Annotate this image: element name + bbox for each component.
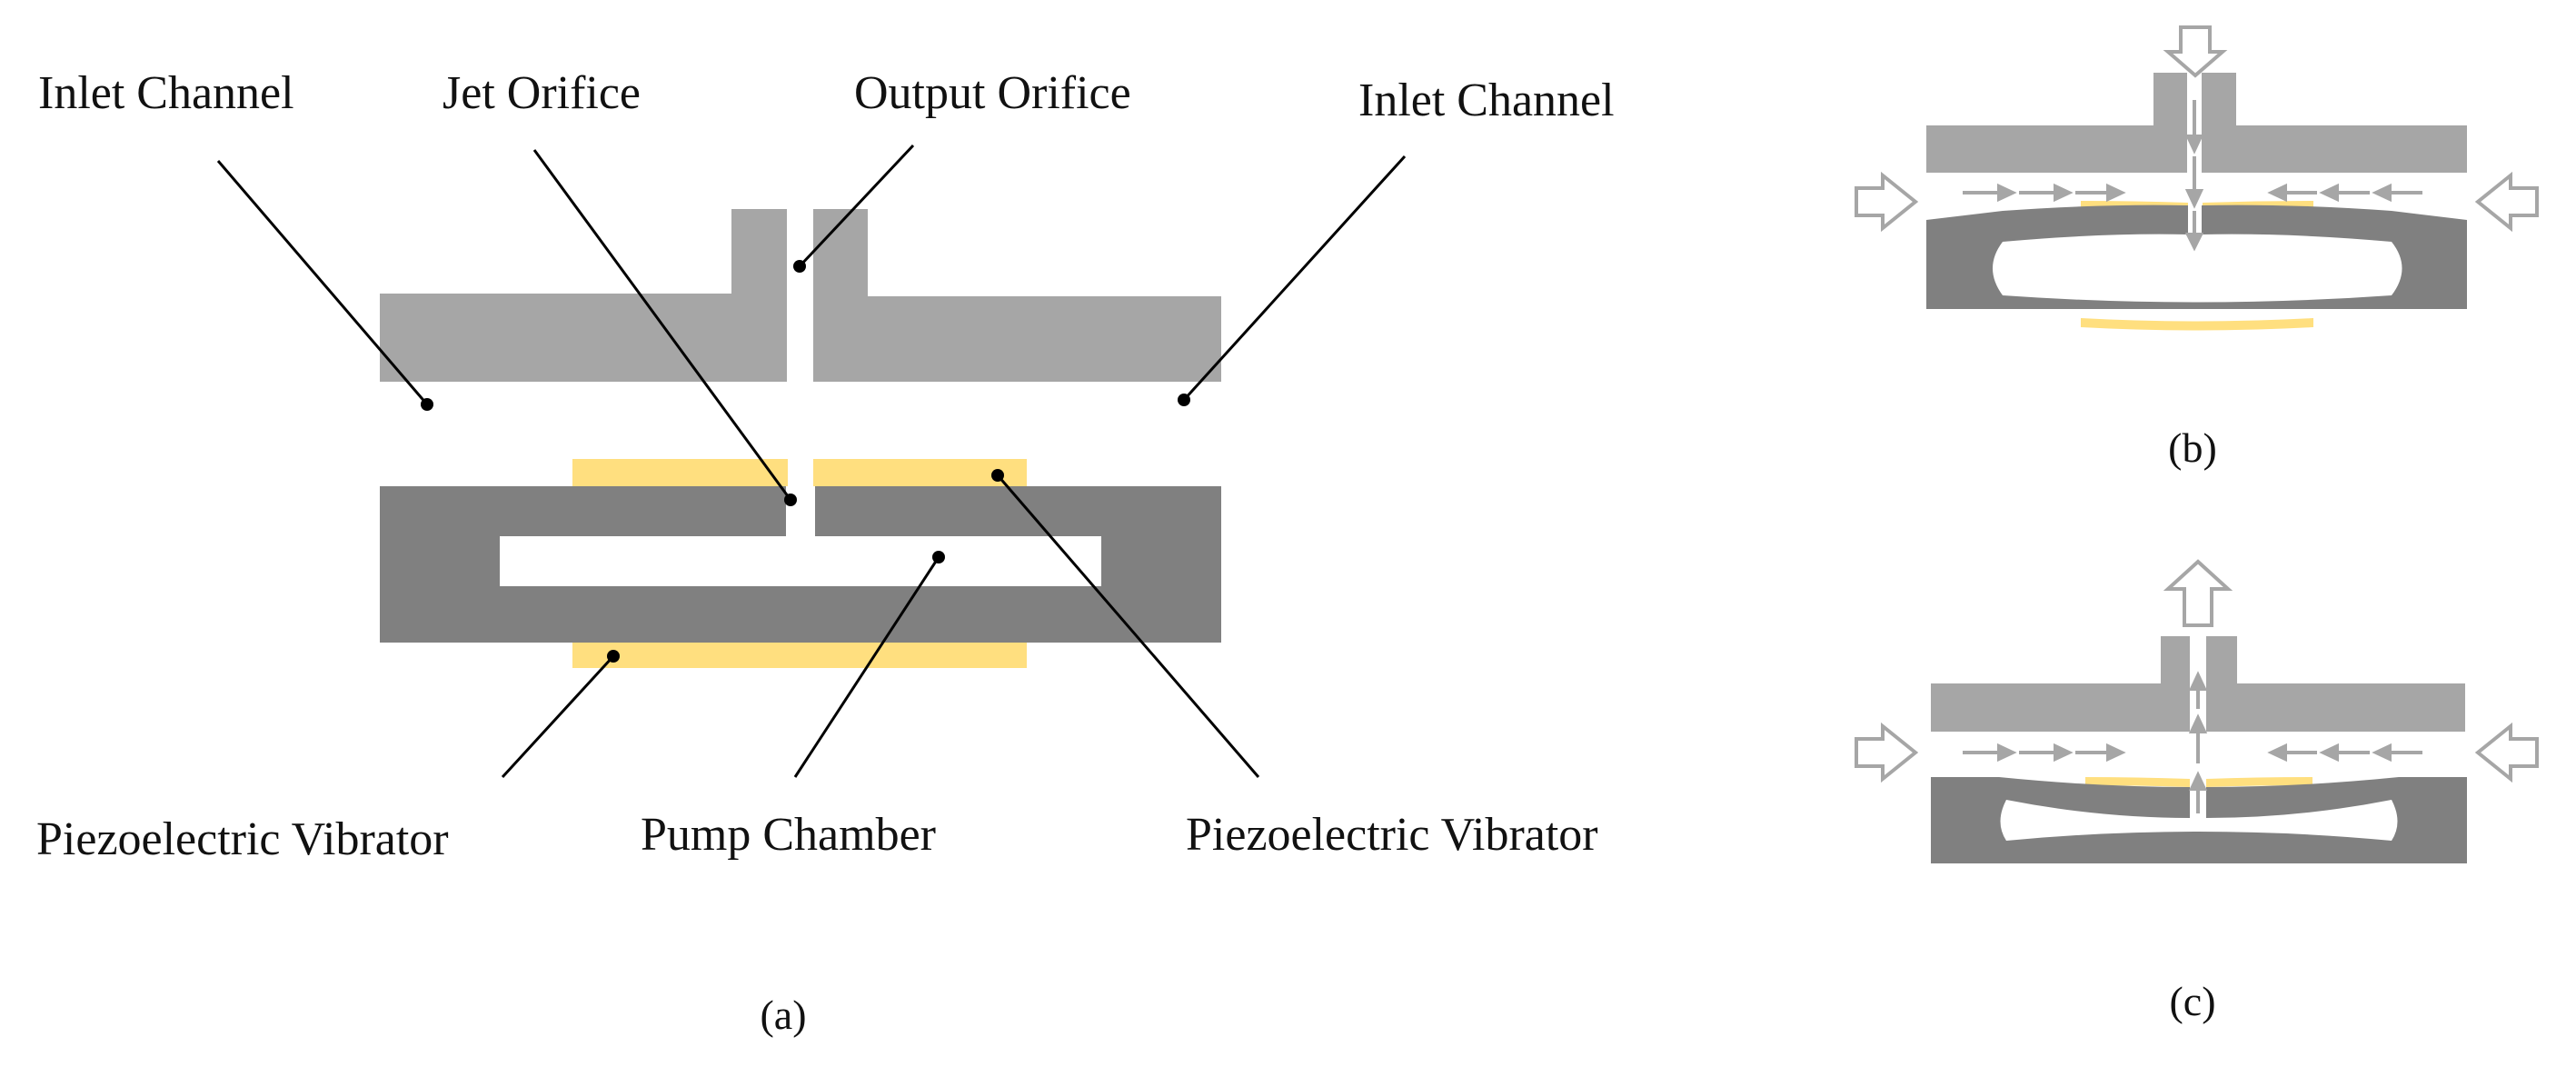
label-output-orifice: Output Orifice — [854, 67, 1131, 119]
label-inlet-channel-left: Inlet Channel — [38, 67, 294, 119]
leader-lines — [216, 144, 1407, 779]
upper-plate — [380, 209, 1221, 382]
label-pump-chamber: Pump Chamber — [641, 809, 936, 861]
upper-plate-c — [1931, 636, 2465, 732]
hollow-arrows-b — [1855, 25, 2539, 233]
label-jet-orifice: Jet Orifice — [443, 67, 641, 119]
pump-body-b — [1926, 204, 2467, 309]
caption-a: (a) — [760, 992, 806, 1038]
label-piezoelectric-vibrator-right: Piezoelectric Vibrator — [1186, 809, 1598, 861]
panel-b: (b) — [1855, 25, 2539, 471]
flow-arrows-b — [1963, 100, 2422, 252]
caption-c: (c) — [2169, 978, 2215, 1024]
caption-b: (b) — [2168, 424, 2217, 471]
panel-c: (c) — [1855, 559, 2539, 1024]
label-inlet-channel-right: Inlet Channel — [1358, 75, 1615, 126]
flow-arrows-c — [1963, 671, 2422, 813]
pump-body-c — [1931, 777, 2467, 863]
piezoelectric-layers — [572, 459, 1027, 668]
hollow-arrows-c — [1855, 559, 2539, 783]
panel-a: Inlet Channel Jet Orifice Output Orifice… — [36, 67, 1615, 1038]
label-piezoelectric-vibrator-left: Piezoelectric Vibrator — [36, 813, 449, 865]
upper-plate-b — [1926, 73, 2467, 173]
leader-dots — [421, 260, 1190, 663]
pump-body — [380, 486, 1221, 643]
